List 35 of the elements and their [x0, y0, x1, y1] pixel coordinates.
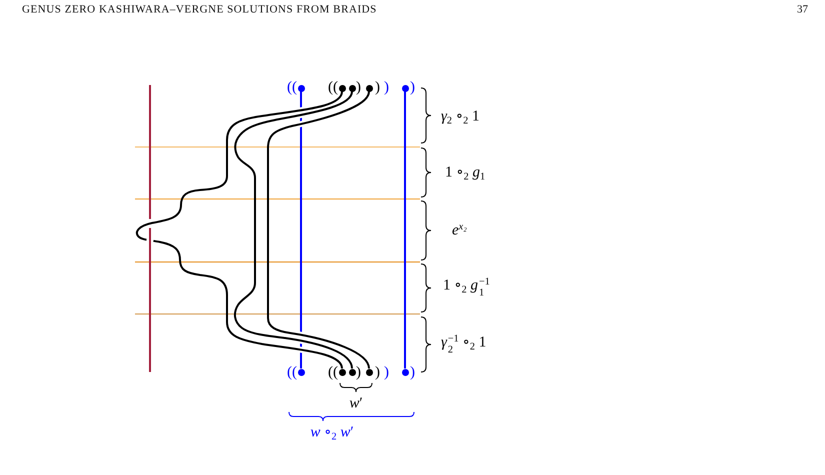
strand-end-dot [298, 84, 304, 92]
parenthesis: ) [375, 364, 380, 382]
strand-end-dot [366, 84, 372, 92]
parenthesis: ) [410, 79, 415, 97]
strand-line [300, 92, 302, 368]
strand-line [136, 91, 343, 369]
parenthesis: (( [328, 79, 338, 97]
math-label: e$^{x₂}$ [452, 222, 467, 240]
strand-end-dot [338, 368, 346, 376]
strand-line [404, 92, 406, 368]
parenthesis: (( [287, 79, 297, 97]
strand-end-dot [402, 368, 408, 376]
strand-line [267, 91, 370, 369]
strand-end-dot [366, 368, 372, 376]
strand-line [234, 91, 353, 369]
math-label: γ$_{2}$ ∘$_{2}$ 1 [441, 108, 480, 126]
math-label: w ∘$_{2}$ w′ [310, 424, 354, 442]
parenthesis: ) [375, 79, 380, 97]
math-label: w′ [349, 395, 363, 413]
page-number: 37 [797, 4, 808, 16]
parenthesis: ) [410, 364, 415, 382]
parenthesis: ) [356, 79, 361, 97]
math-label: 1 ∘$_{2}$ g$_{1}$ [445, 164, 486, 182]
parenthesis: ) [356, 364, 361, 382]
strand-end-dot [348, 368, 356, 376]
parenthesis: (( [287, 364, 297, 382]
strand-end-dot [348, 84, 356, 92]
running-header: GENUS ZERO KASHIWARA–VERGNE SOLUTIONS FROM BRAIDS [22, 4, 377, 16]
parenthesis: ) [384, 79, 389, 97]
parenthesis: ) [384, 364, 389, 382]
strand-end-dot [402, 84, 408, 92]
parenthesis: (( [328, 364, 338, 382]
strand-end-dot [338, 84, 346, 92]
strand-end-dot [298, 368, 304, 376]
math-label: γ$_{2}$$^{−1}$ ∘$_{2}$ 1 [441, 334, 486, 356]
